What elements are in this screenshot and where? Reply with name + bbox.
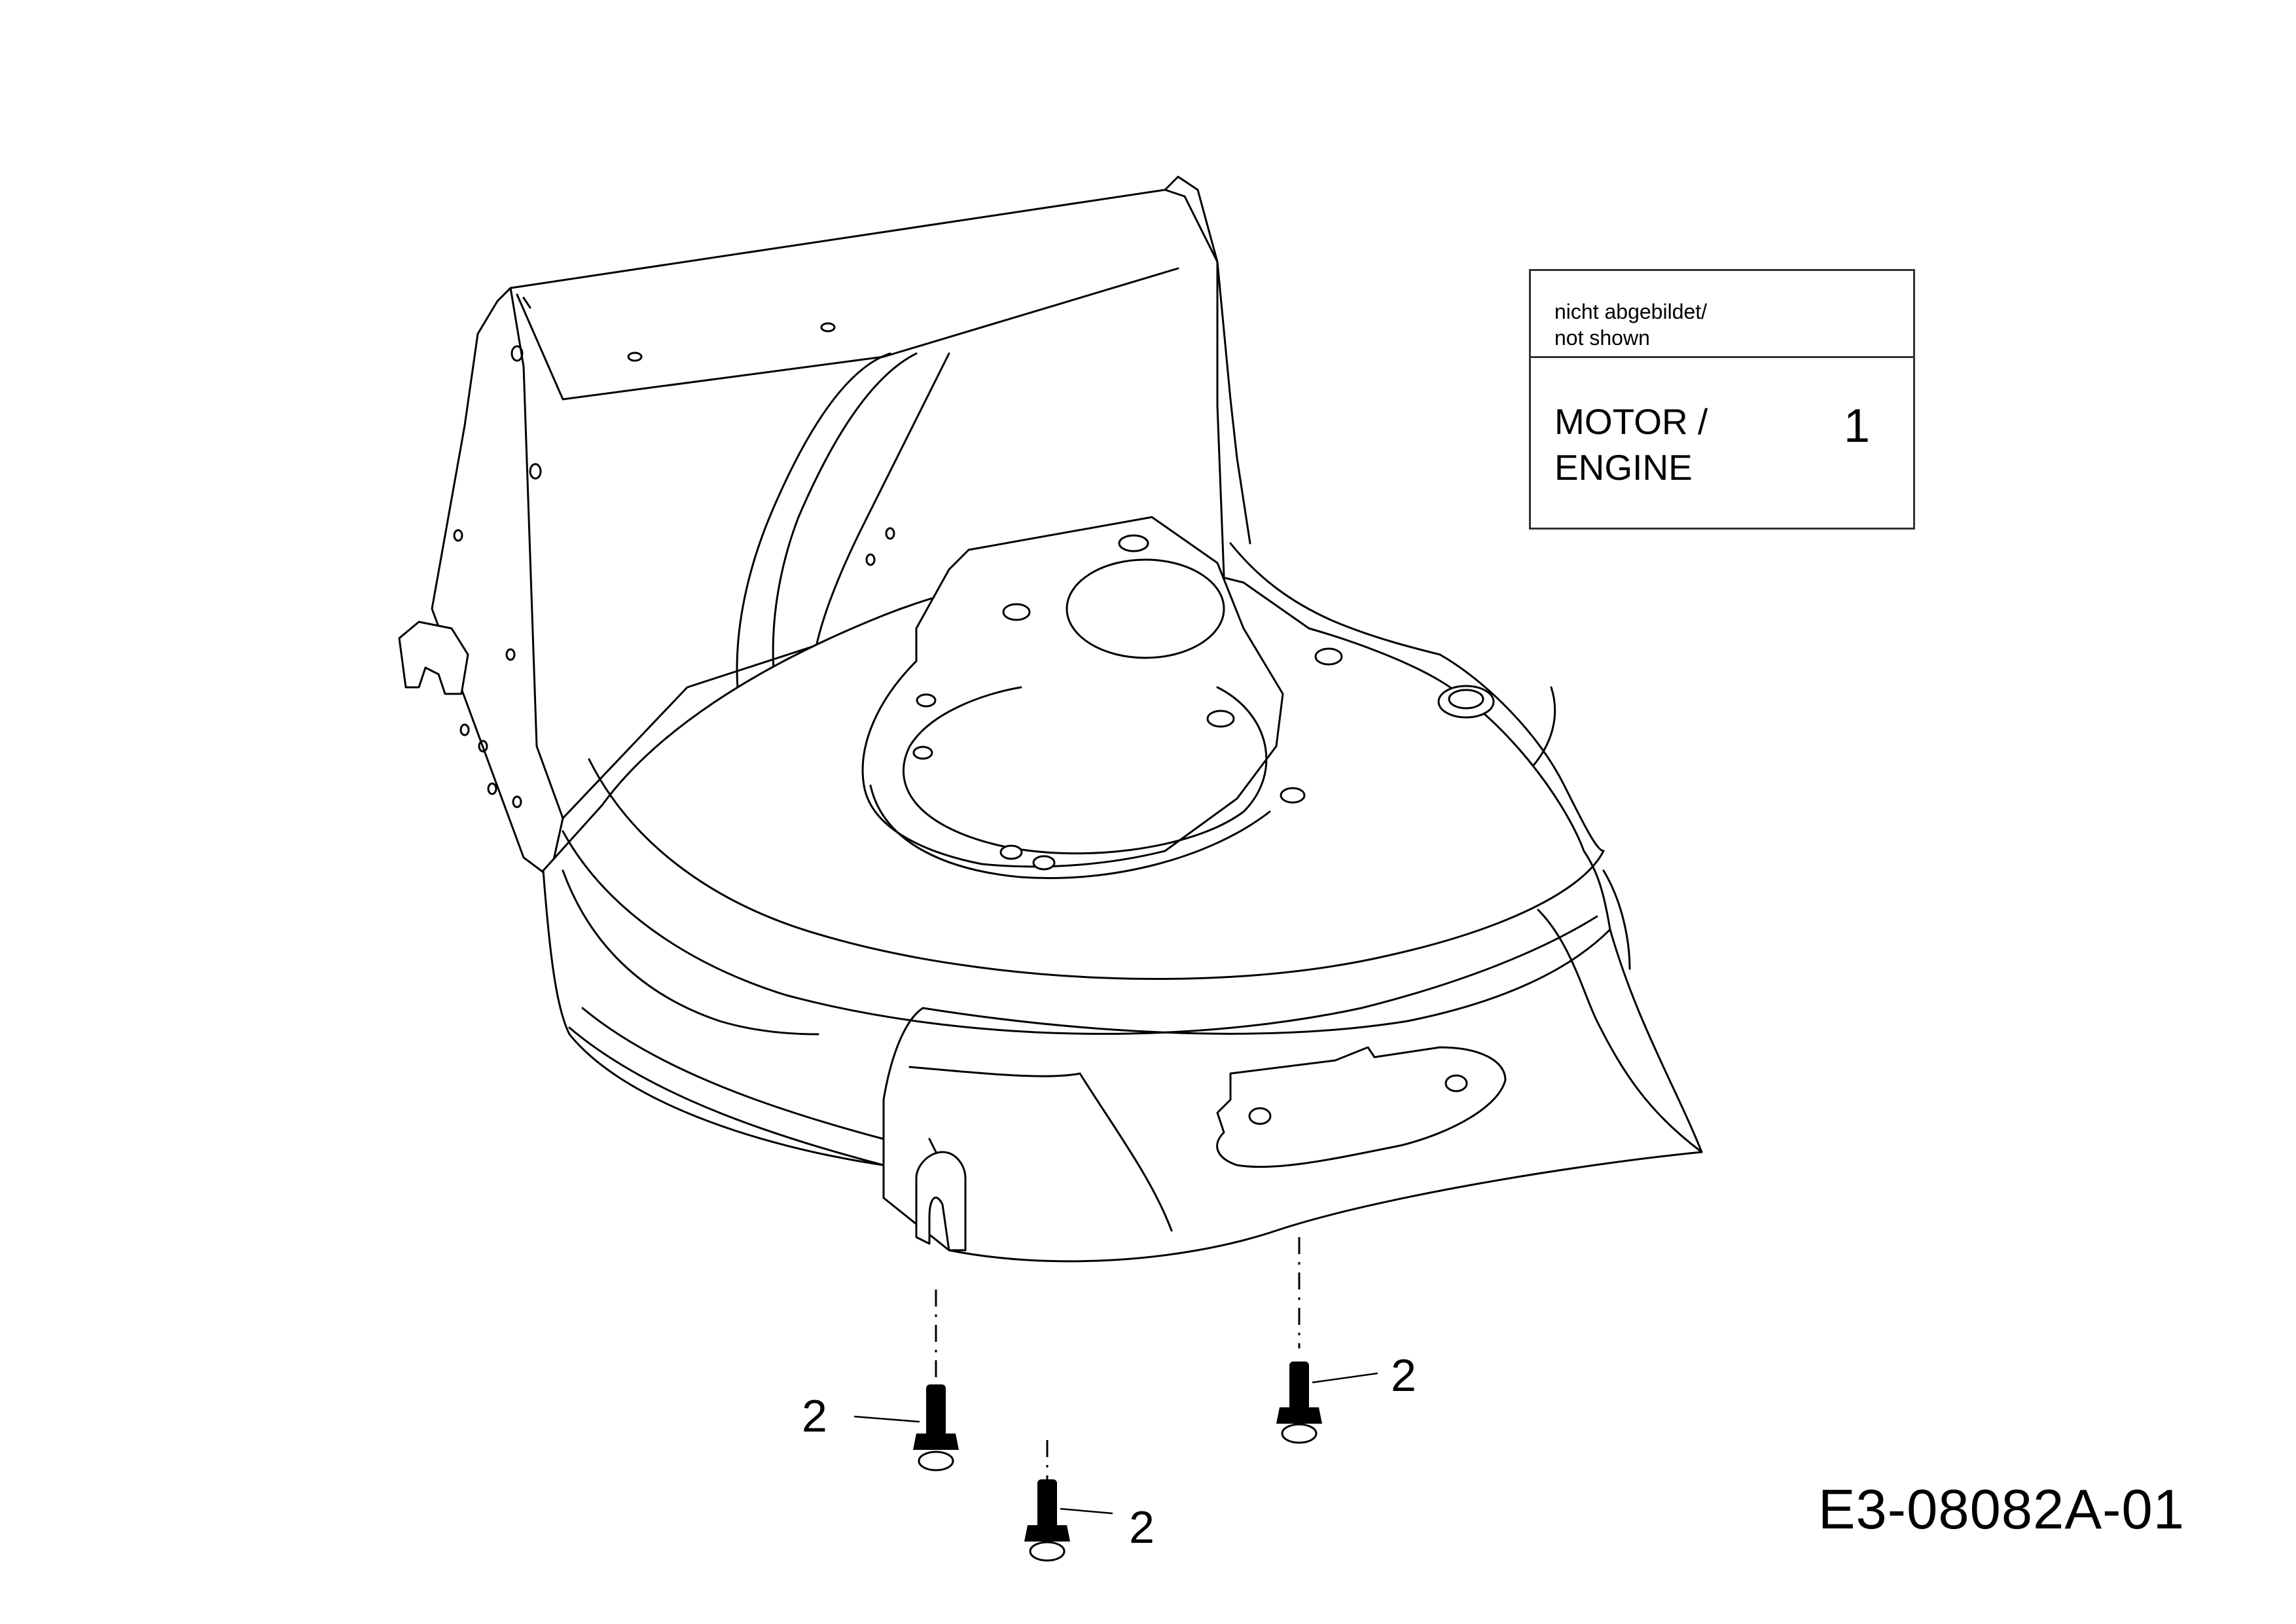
leader-line-2 (1312, 1372, 1378, 1384)
legend-item-number: 1 (1843, 400, 1870, 452)
leader-line-3 (1060, 1507, 1113, 1515)
callout-bolt-3: 2 (1129, 1502, 1155, 1553)
callout-bolt-1: 2 (802, 1390, 827, 1441)
legend-item-line-1: MOTOR / (1554, 401, 1708, 442)
callout-bolt-2: 2 (1391, 1350, 1416, 1401)
mower-deck-housing (398, 175, 1703, 1263)
legend-note-section: nicht abgebildet/ not shown (1531, 271, 1913, 358)
legend-item-line-2: ENGINE (1554, 447, 1693, 488)
bolt-3 (1024, 1479, 1070, 1562)
legend-box: nicht abgebildet/ not shown MOTOR / ENGI… (1529, 269, 1915, 530)
legend-note-line-2: not shown (1554, 326, 1650, 350)
leader-line-1 (853, 1415, 920, 1423)
bolt-2 (1276, 1362, 1322, 1444)
bolt-1 (913, 1384, 959, 1471)
legend-note-line-1: nicht abgebildet/ (1554, 300, 1708, 323)
drawing-code: E3-08082A-01 (1818, 1479, 2185, 1541)
